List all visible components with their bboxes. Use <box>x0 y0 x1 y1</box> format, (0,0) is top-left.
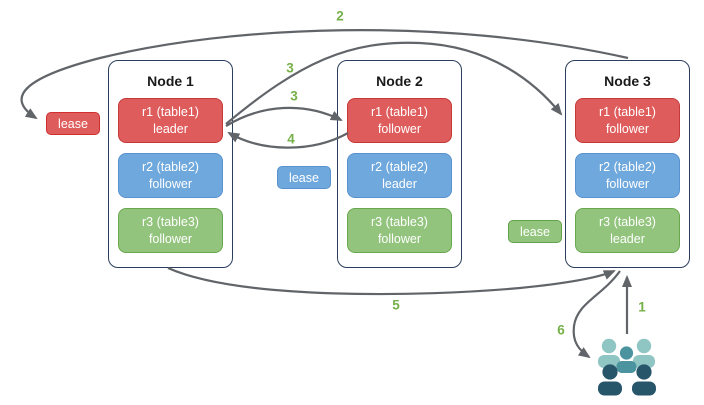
replica-name: r2 (table2) <box>599 160 656 175</box>
replica-name: r2 (table2) <box>142 160 199 175</box>
replica-role: follower <box>377 121 422 136</box>
users-icon <box>598 338 656 396</box>
node-1-replica-r3: r3 (table3) follower <box>118 208 223 253</box>
replica-name: r2 (table2) <box>371 160 428 175</box>
node-1: Node 1 r1 (table1) leader r2 (table2) fo… <box>108 60 233 268</box>
replica-name: r3 (table3) <box>599 215 656 230</box>
node-2-replica-r1: r1 (table1) follower <box>347 98 452 143</box>
replica-role: leader <box>153 121 188 136</box>
replica-name: r3 (table3) <box>371 215 428 230</box>
step-label-1: 1 <box>638 299 646 315</box>
replica-role: follower <box>148 231 193 246</box>
node-2-replica-r2: r2 (table2) leader <box>347 153 452 198</box>
node-3-replica-r2: r2 (table2) follower <box>575 153 680 198</box>
replica-role: leader <box>382 176 417 191</box>
arrow-step-5-node1-to-node3 <box>167 266 616 296</box>
node-3-replica-r1: r1 (table1) follower <box>575 98 680 143</box>
replica-role: follower <box>377 231 422 246</box>
replica-role: leader <box>610 231 645 246</box>
lease-tag-table3: lease <box>508 220 562 243</box>
node-2-title: Node 2 <box>376 73 423 89</box>
node-3-title: Node 3 <box>604 73 651 89</box>
node-3-replica-r3: r3 (table3) leader <box>575 208 680 253</box>
step-label-2: 2 <box>336 8 344 24</box>
step-label-3-upper: 3 <box>286 60 294 76</box>
node-1-replica-r1: r1 (table1) leader <box>118 98 223 143</box>
node-3: Node 3 r1 (table1) follower r2 (table2) … <box>565 60 690 268</box>
replica-name: r3 (table3) <box>142 215 199 230</box>
lease-tag-table1: lease <box>46 112 100 135</box>
step-label-6: 6 <box>557 322 565 338</box>
replica-name: r1 (table1) <box>371 105 428 120</box>
replica-name: r1 (table1) <box>142 105 199 120</box>
step-label-4: 4 <box>287 131 295 147</box>
node-2: Node 2 r1 (table1) follower r2 (table2) … <box>337 60 462 268</box>
step-label-3-lower: 3 <box>290 88 298 104</box>
replica-role: follower <box>605 121 650 136</box>
node-1-title: Node 1 <box>147 73 194 89</box>
replica-role: follower <box>148 176 193 191</box>
replica-role: follower <box>605 176 650 191</box>
step-label-5: 5 <box>392 297 400 313</box>
replica-name: r1 (table1) <box>599 105 656 120</box>
node-2-replica-r3: r3 (table3) follower <box>347 208 452 253</box>
lease-tag-table2: lease <box>277 166 331 189</box>
node-1-replica-r2: r2 (table2) follower <box>118 153 223 198</box>
arrow-step-3-node1-to-node2 <box>225 106 343 127</box>
